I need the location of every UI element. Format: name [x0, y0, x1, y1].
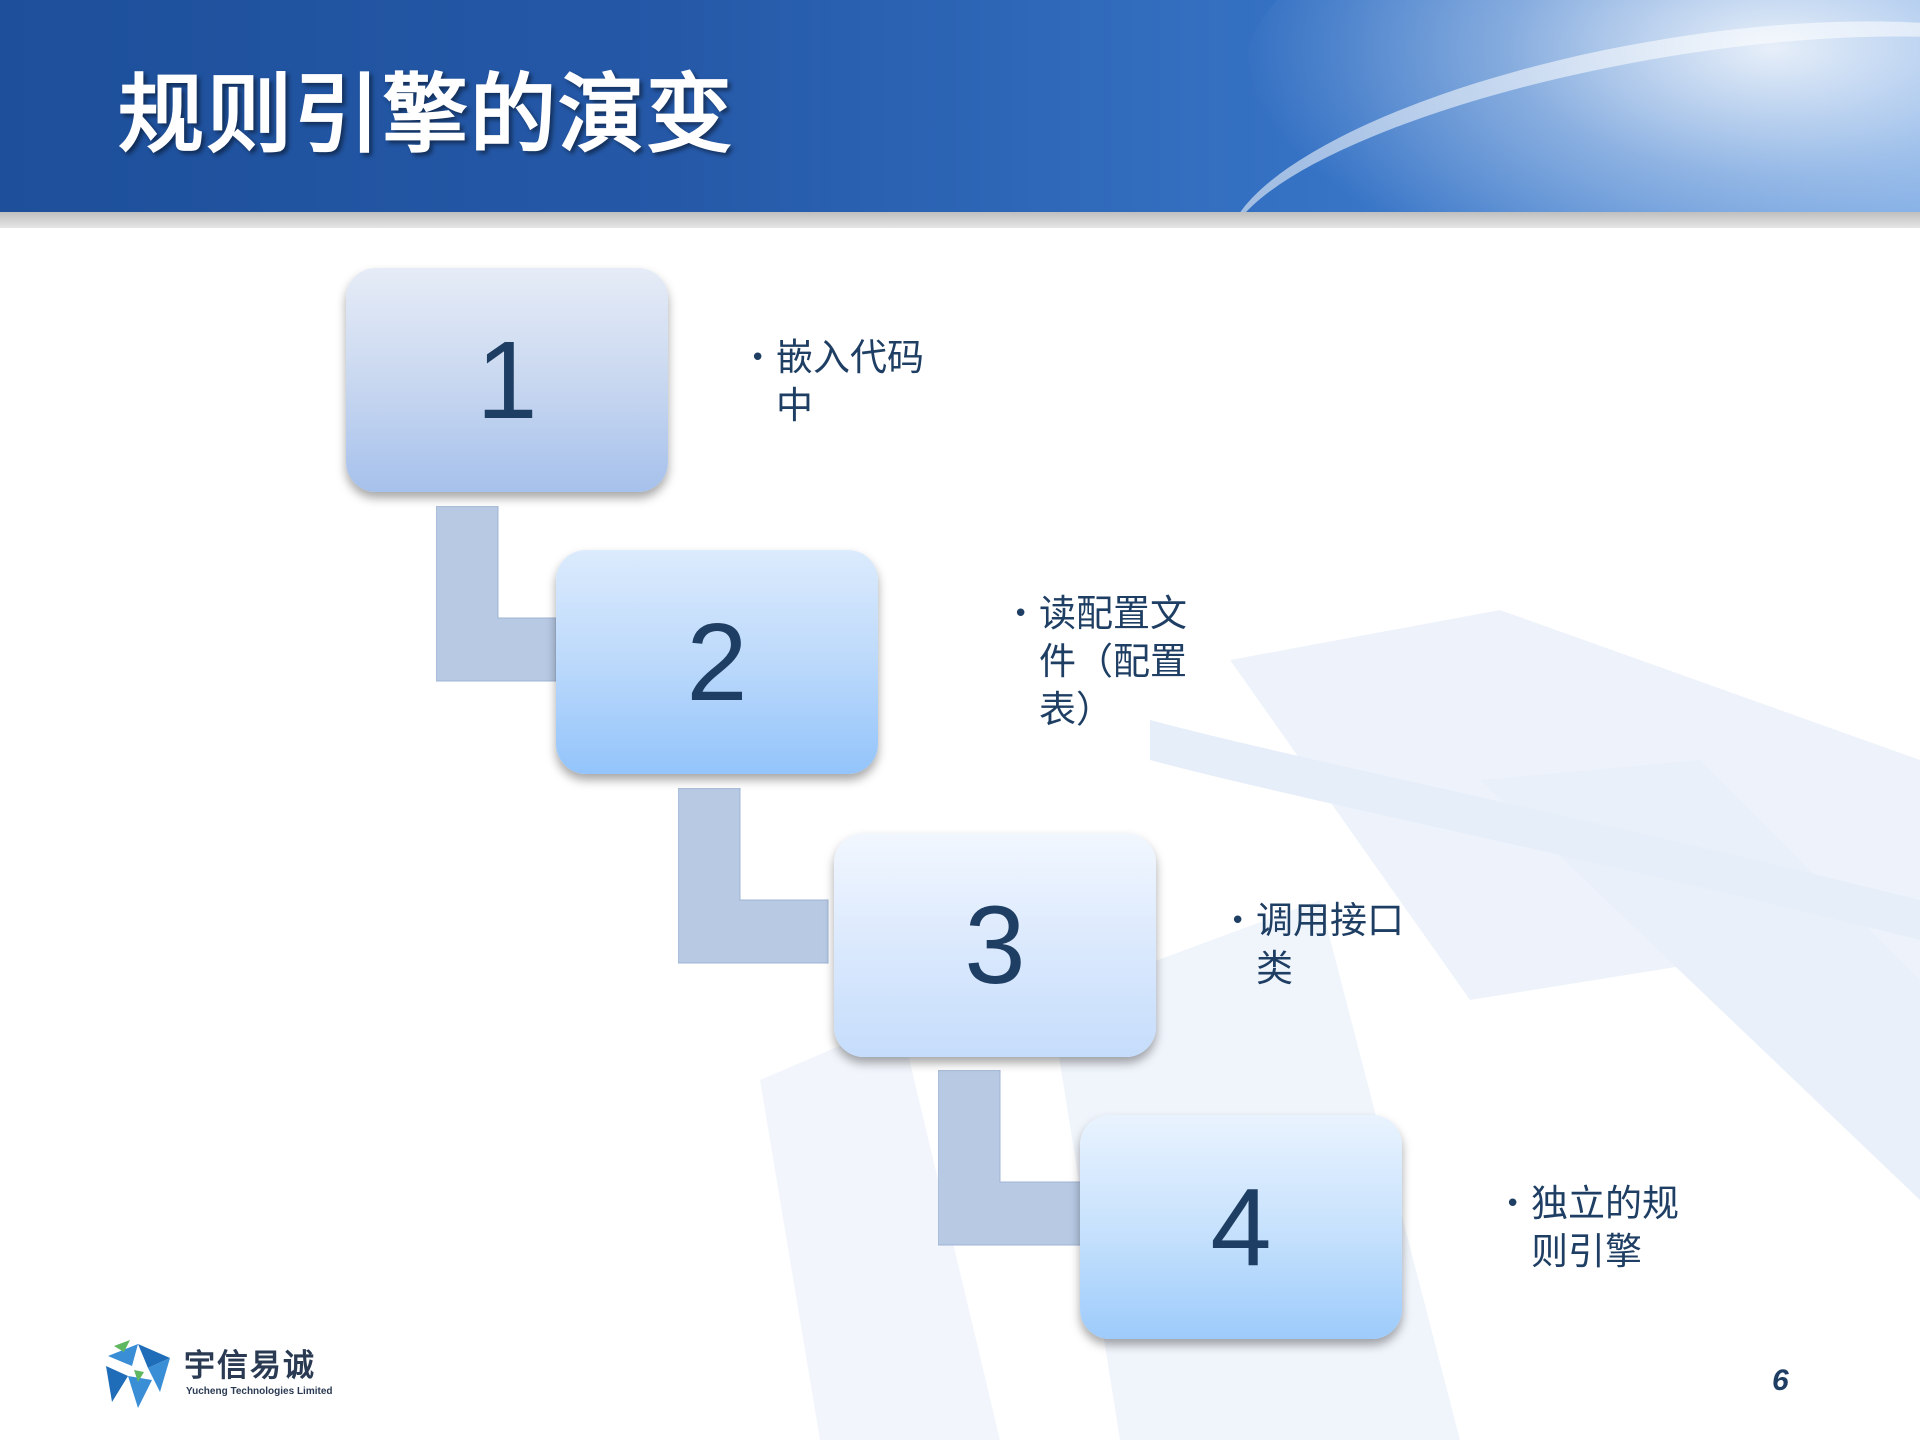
header-divider	[0, 212, 1920, 228]
bullet-dot: •	[1230, 906, 1246, 936]
connector-2-3	[678, 788, 958, 968]
yucheng-logo-icon	[106, 1340, 170, 1408]
bullet-dot: •	[750, 343, 766, 373]
step-text: 调用接口类	[1256, 899, 1404, 990]
header-banner	[0, 0, 1920, 212]
step-number: 1	[476, 318, 538, 442]
step-text: 嵌入代码中	[776, 336, 924, 427]
step-box-2: 2	[556, 550, 878, 774]
step-number: 3	[964, 883, 1026, 1007]
step-box-4: 4	[1080, 1115, 1402, 1339]
logo-english-name: Yucheng Technologies Limited	[186, 1386, 333, 1397]
step-number: 2	[686, 600, 748, 724]
step-4-description: • 独立的规则引擎	[1505, 1180, 1701, 1276]
step-number: 4	[1210, 1165, 1272, 1289]
slide-title: 规则引擎的演变	[118, 65, 734, 165]
header-gloss	[1240, 0, 1920, 212]
company-logo: 宇信易诚 Yucheng Technologies Limited	[98, 1336, 358, 1416]
page-number: 6	[1772, 1364, 1789, 1397]
step-text: 独立的规则引擎	[1531, 1182, 1679, 1273]
step-box-1: 1	[346, 268, 668, 492]
step-3-description: • 调用接口类	[1230, 897, 1426, 993]
logo-chinese-name: 宇信易诚	[184, 1348, 316, 1384]
bullet-dot: •	[1013, 599, 1029, 629]
step-box-3: 3	[834, 833, 1156, 1057]
step-2-description: • 读配置文件（配置表）	[1013, 590, 1209, 734]
step-1-description: • 嵌入代码中	[750, 334, 946, 430]
bullet-dot: •	[1505, 1189, 1521, 1219]
step-text: 读配置文件（配置表）	[1039, 592, 1187, 731]
